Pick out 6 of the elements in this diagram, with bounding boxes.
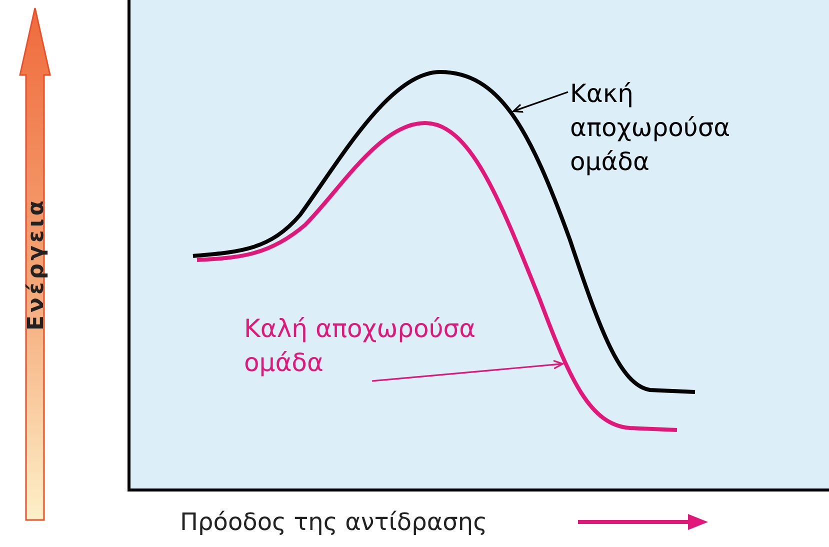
curve-label: Κακή αποχωρούσα ομάδα <box>570 77 780 179</box>
axis-label: Ενέργεια <box>23 196 50 332</box>
axis-label: Πρόοδος της αντίδρασης <box>180 507 488 538</box>
leader-line <box>512 91 568 113</box>
curve-label: Καλή αποχωρούσα ομάδα <box>244 312 480 380</box>
leader-line <box>372 360 564 382</box>
